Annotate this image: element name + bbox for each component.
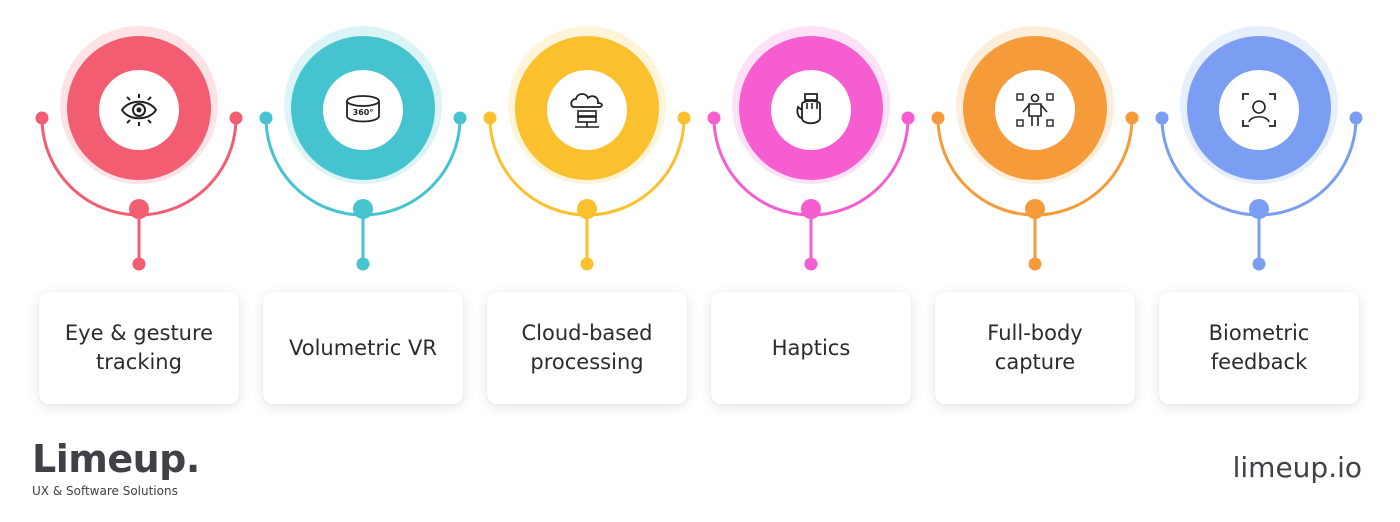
stem-joint-dot [1249, 199, 1269, 219]
stem-end-dot [580, 257, 594, 271]
arc-end-dot [453, 111, 467, 125]
step-label: Eye & gesture tracking [64, 321, 214, 374]
arc-end-dot [35, 111, 49, 125]
arc-end-dot [1125, 111, 1139, 125]
stem-end-dot [1028, 257, 1042, 271]
icon-badge [1219, 70, 1299, 150]
brand-tagline: UX & Software Solutions [32, 484, 178, 498]
step-node [35, 26, 243, 271]
step-node [1155, 26, 1363, 271]
stem-joint-dot [129, 199, 149, 219]
arc-end-dot [483, 111, 497, 125]
stem-joint-dot [353, 199, 373, 219]
stem-end-dot [132, 257, 146, 271]
step-card: Full-body capture [935, 292, 1135, 404]
arc-end-dot [259, 111, 273, 125]
step-label: Volumetric VR [289, 335, 437, 360]
icon-badge [771, 70, 851, 150]
step-node [707, 26, 915, 271]
step-cards: Eye & gesture tracking Volumetric VR Cloud… [39, 292, 1359, 404]
step-label: Cloud-based processing [521, 321, 653, 374]
arc-end-dot [677, 111, 691, 125]
arc-end-dot [1155, 111, 1169, 125]
step-node [259, 26, 467, 271]
arc-end-dot [931, 111, 945, 125]
stem-joint-dot [801, 199, 821, 219]
icon-badge [995, 70, 1075, 150]
brand-logo: Limeup. [32, 437, 200, 481]
step-card: Volumetric VR [263, 292, 463, 404]
step-card: Biometric feedback [1159, 292, 1359, 404]
stem-joint-dot [1025, 199, 1045, 219]
stem-end-dot [1252, 257, 1266, 271]
stem-end-dot [804, 257, 818, 271]
arc-end-dot [1349, 111, 1363, 125]
step-label: Full-body capture [987, 321, 1083, 374]
step-label: Biometric feedback [1208, 321, 1310, 374]
step-card: Cloud-based processing [487, 292, 687, 404]
step-node [483, 26, 691, 271]
arc-end-dot [229, 111, 243, 125]
icon-badge [547, 70, 627, 150]
arc-end-dot [707, 111, 721, 125]
steps-diagram: 360° [35, 26, 1363, 271]
stem-end-dot [356, 257, 370, 271]
step-node [931, 26, 1139, 271]
step-label: Haptics [771, 335, 851, 360]
stem-joint-dot [577, 199, 597, 219]
website-link[interactable]: limeup.io [1232, 451, 1362, 484]
step-card: Eye & gesture tracking [39, 292, 239, 404]
brand-block: Limeup. UX & Software Solutions [32, 436, 200, 498]
arc-end-dot [901, 111, 915, 125]
step-card: Haptics [711, 292, 911, 404]
